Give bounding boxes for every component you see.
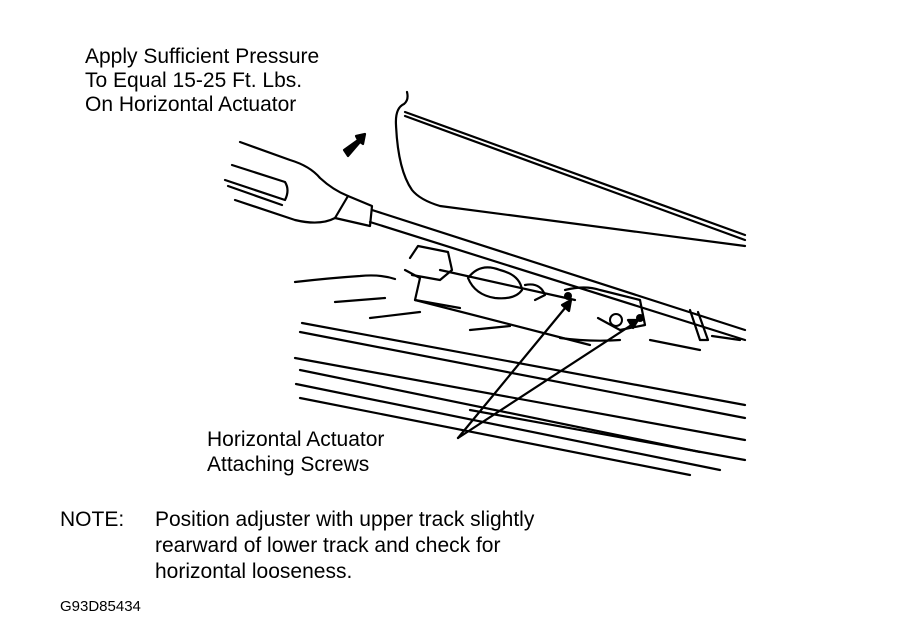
floor-carpet	[293, 274, 702, 352]
figure-id: G93D85434	[60, 598, 141, 615]
arrow-icon	[342, 132, 367, 158]
screwdriver	[223, 140, 747, 342]
screws-callout-line: Horizontal Actuator	[207, 428, 385, 451]
note-line: horizontal looseness.	[155, 560, 353, 583]
pressure-callout-line: On Horizontal Actuator	[85, 93, 297, 116]
pressure-callout-line: Apply Sufficient Pressure	[85, 45, 320, 68]
seat-tracks	[293, 321, 747, 477]
note-label: NOTE:	[60, 508, 125, 531]
leader-arrows	[456, 298, 640, 440]
actuator-assembly	[403, 244, 742, 347]
pressure-callout-line: To Equal 15-25 Ft. Lbs.	[85, 69, 303, 92]
seat-cushion	[394, 90, 747, 248]
note-line: rearward of lower track and check for	[155, 534, 501, 557]
note-line: Position adjuster with upper track sligh…	[155, 508, 535, 531]
screws-callout-line: Attaching Screws	[207, 453, 370, 476]
